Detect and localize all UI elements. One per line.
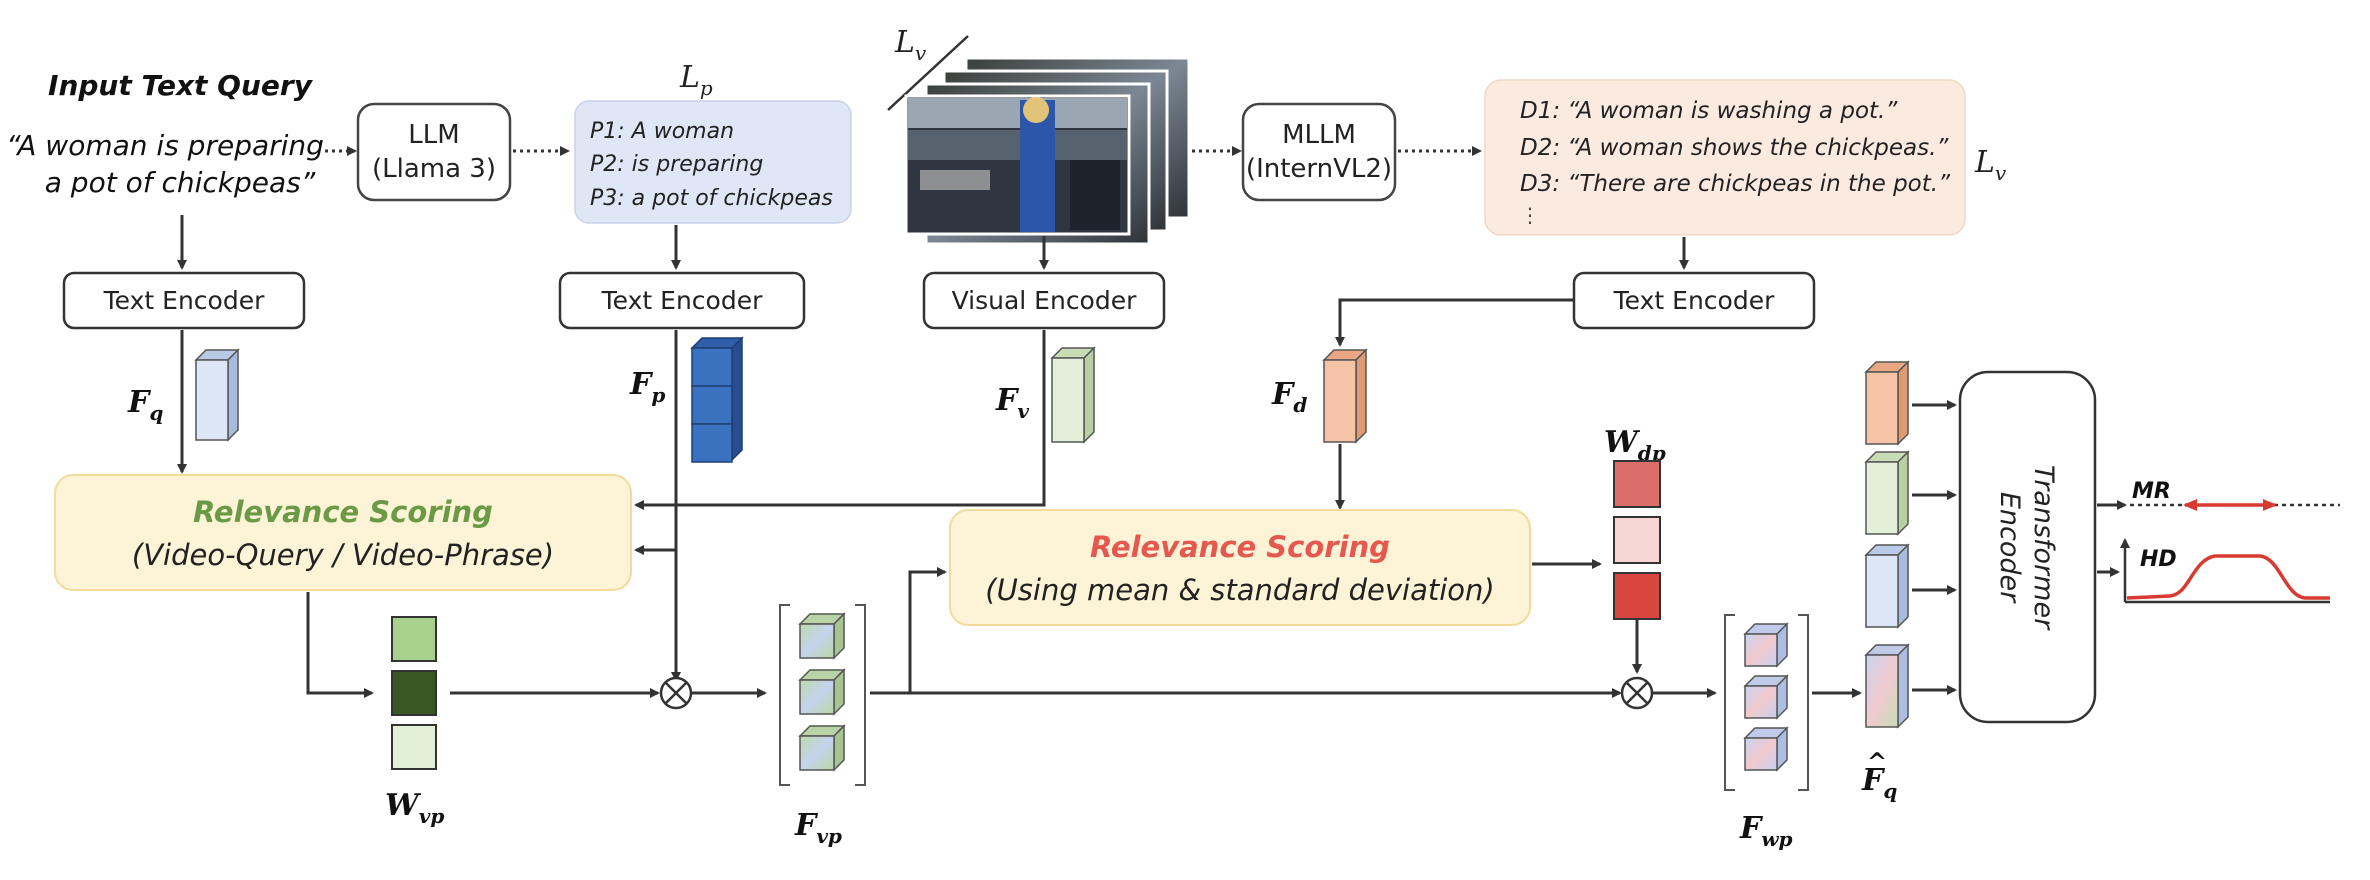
hd-plot [2120,538,2330,604]
mllm-box [1241,102,1397,202]
relevance-scoring-1-title: Relevance Scoring [193,495,493,529]
relevance-scoring-2-title: Relevance Scoring [1090,530,1390,564]
descriptions-length-label: Lv [1974,145,2007,185]
llm-box [356,102,512,202]
text-encoder-3-label: Text Encoder [1613,286,1775,315]
fv-to-relevance-arrow [634,330,1046,510]
phrase-item-3: P3: a pot of chickpeas [590,186,833,211]
descriptions-box [1484,79,1966,236]
transformer-encoder-box [1958,370,2097,724]
multiply-op-2 [1620,676,1654,710]
fp-label: Fp [629,367,665,407]
relevance-scoring-2-subtitle: (Using mean & standard deviation) [985,573,1494,607]
visual-encoder [922,271,1166,330]
fp-block [690,336,744,463]
transformer-input-fv [1864,450,1910,536]
fwp-label: Fwp [1739,811,1793,851]
relevance-scoring-2 [949,509,1531,626]
fwp-block [1724,614,1809,791]
query-heading: Input Text Query [48,69,314,102]
phrase-item-2: P2: is preparing [590,152,763,177]
text-encoder-1 [62,271,306,330]
text-encoder-2 [558,271,806,330]
hd-label: HD [2140,547,2177,572]
wdp-block [1613,460,1661,620]
llm-label: LLM [408,120,459,150]
multiply-op-1 [659,676,693,710]
relevance-scoring-1 [54,474,632,591]
mr-label: MR [2132,479,2171,504]
text-encoder-2-label: Text Encoder [601,286,763,315]
description-item-1: D1: “A woman is washing a pot.” [1520,98,1898,124]
wvp-block [391,616,437,770]
fq-hat-block [1864,643,1910,729]
relevance-to-wvp-arrow [306,592,374,698]
fvp-block [779,604,866,786]
fq-label: Fq [127,385,163,425]
video-length-label: Lv [894,25,927,65]
mllm-label: MLLM [1282,120,1356,150]
transformer-label-2: Encoder [1994,492,2025,604]
fd-label: Fd [1271,377,1307,417]
phrase-item-1: P1: A woman [590,119,734,144]
description-ellipsis: ⋮ [1520,203,1540,227]
description-item-2: D2: “A woman shows the chickpeas.” [1520,135,1949,161]
visual-encoder-label: Visual Encoder [952,286,1138,315]
relevance-scoring-1-subtitle: (Video-Query / Video-Phrase) [132,538,554,572]
video-frames [904,56,1191,246]
transformer-input-fd [1864,360,1910,446]
fq-block [194,348,240,442]
phrases-box [574,100,852,224]
text-encoder-1-label: Text Encoder [103,286,265,315]
fvp-to-relevance2-arrow [870,567,947,695]
llm-model: (Llama 3) [372,154,496,184]
description-item-3: D3: “There are chickpeas in the pot.” [1520,171,1951,197]
encoder3-to-fd-line [1335,298,1574,347]
query-line1: “A woman is preparing [6,129,324,162]
wdp-label: Wdp [1604,425,1666,465]
phrases-length-label: Lp [679,60,713,100]
fq-hat-symbol: ^ [1867,747,1887,776]
wvp-label: Wvp [385,788,444,828]
fvp-label: Fvp [794,808,842,848]
transformer-input-fq [1864,543,1910,629]
fq-hat-label: Fq [1861,763,1897,803]
query-line2: a pot of chickpeas” [45,166,316,199]
fd-block [1322,348,1368,444]
video-length-bracket [887,35,969,111]
fv-label: Fv [995,383,1029,423]
fv-block [1050,346,1096,444]
mllm-model: (InternVL2) [1246,154,1392,184]
transformer-label-1: Transformer [2028,465,2059,631]
